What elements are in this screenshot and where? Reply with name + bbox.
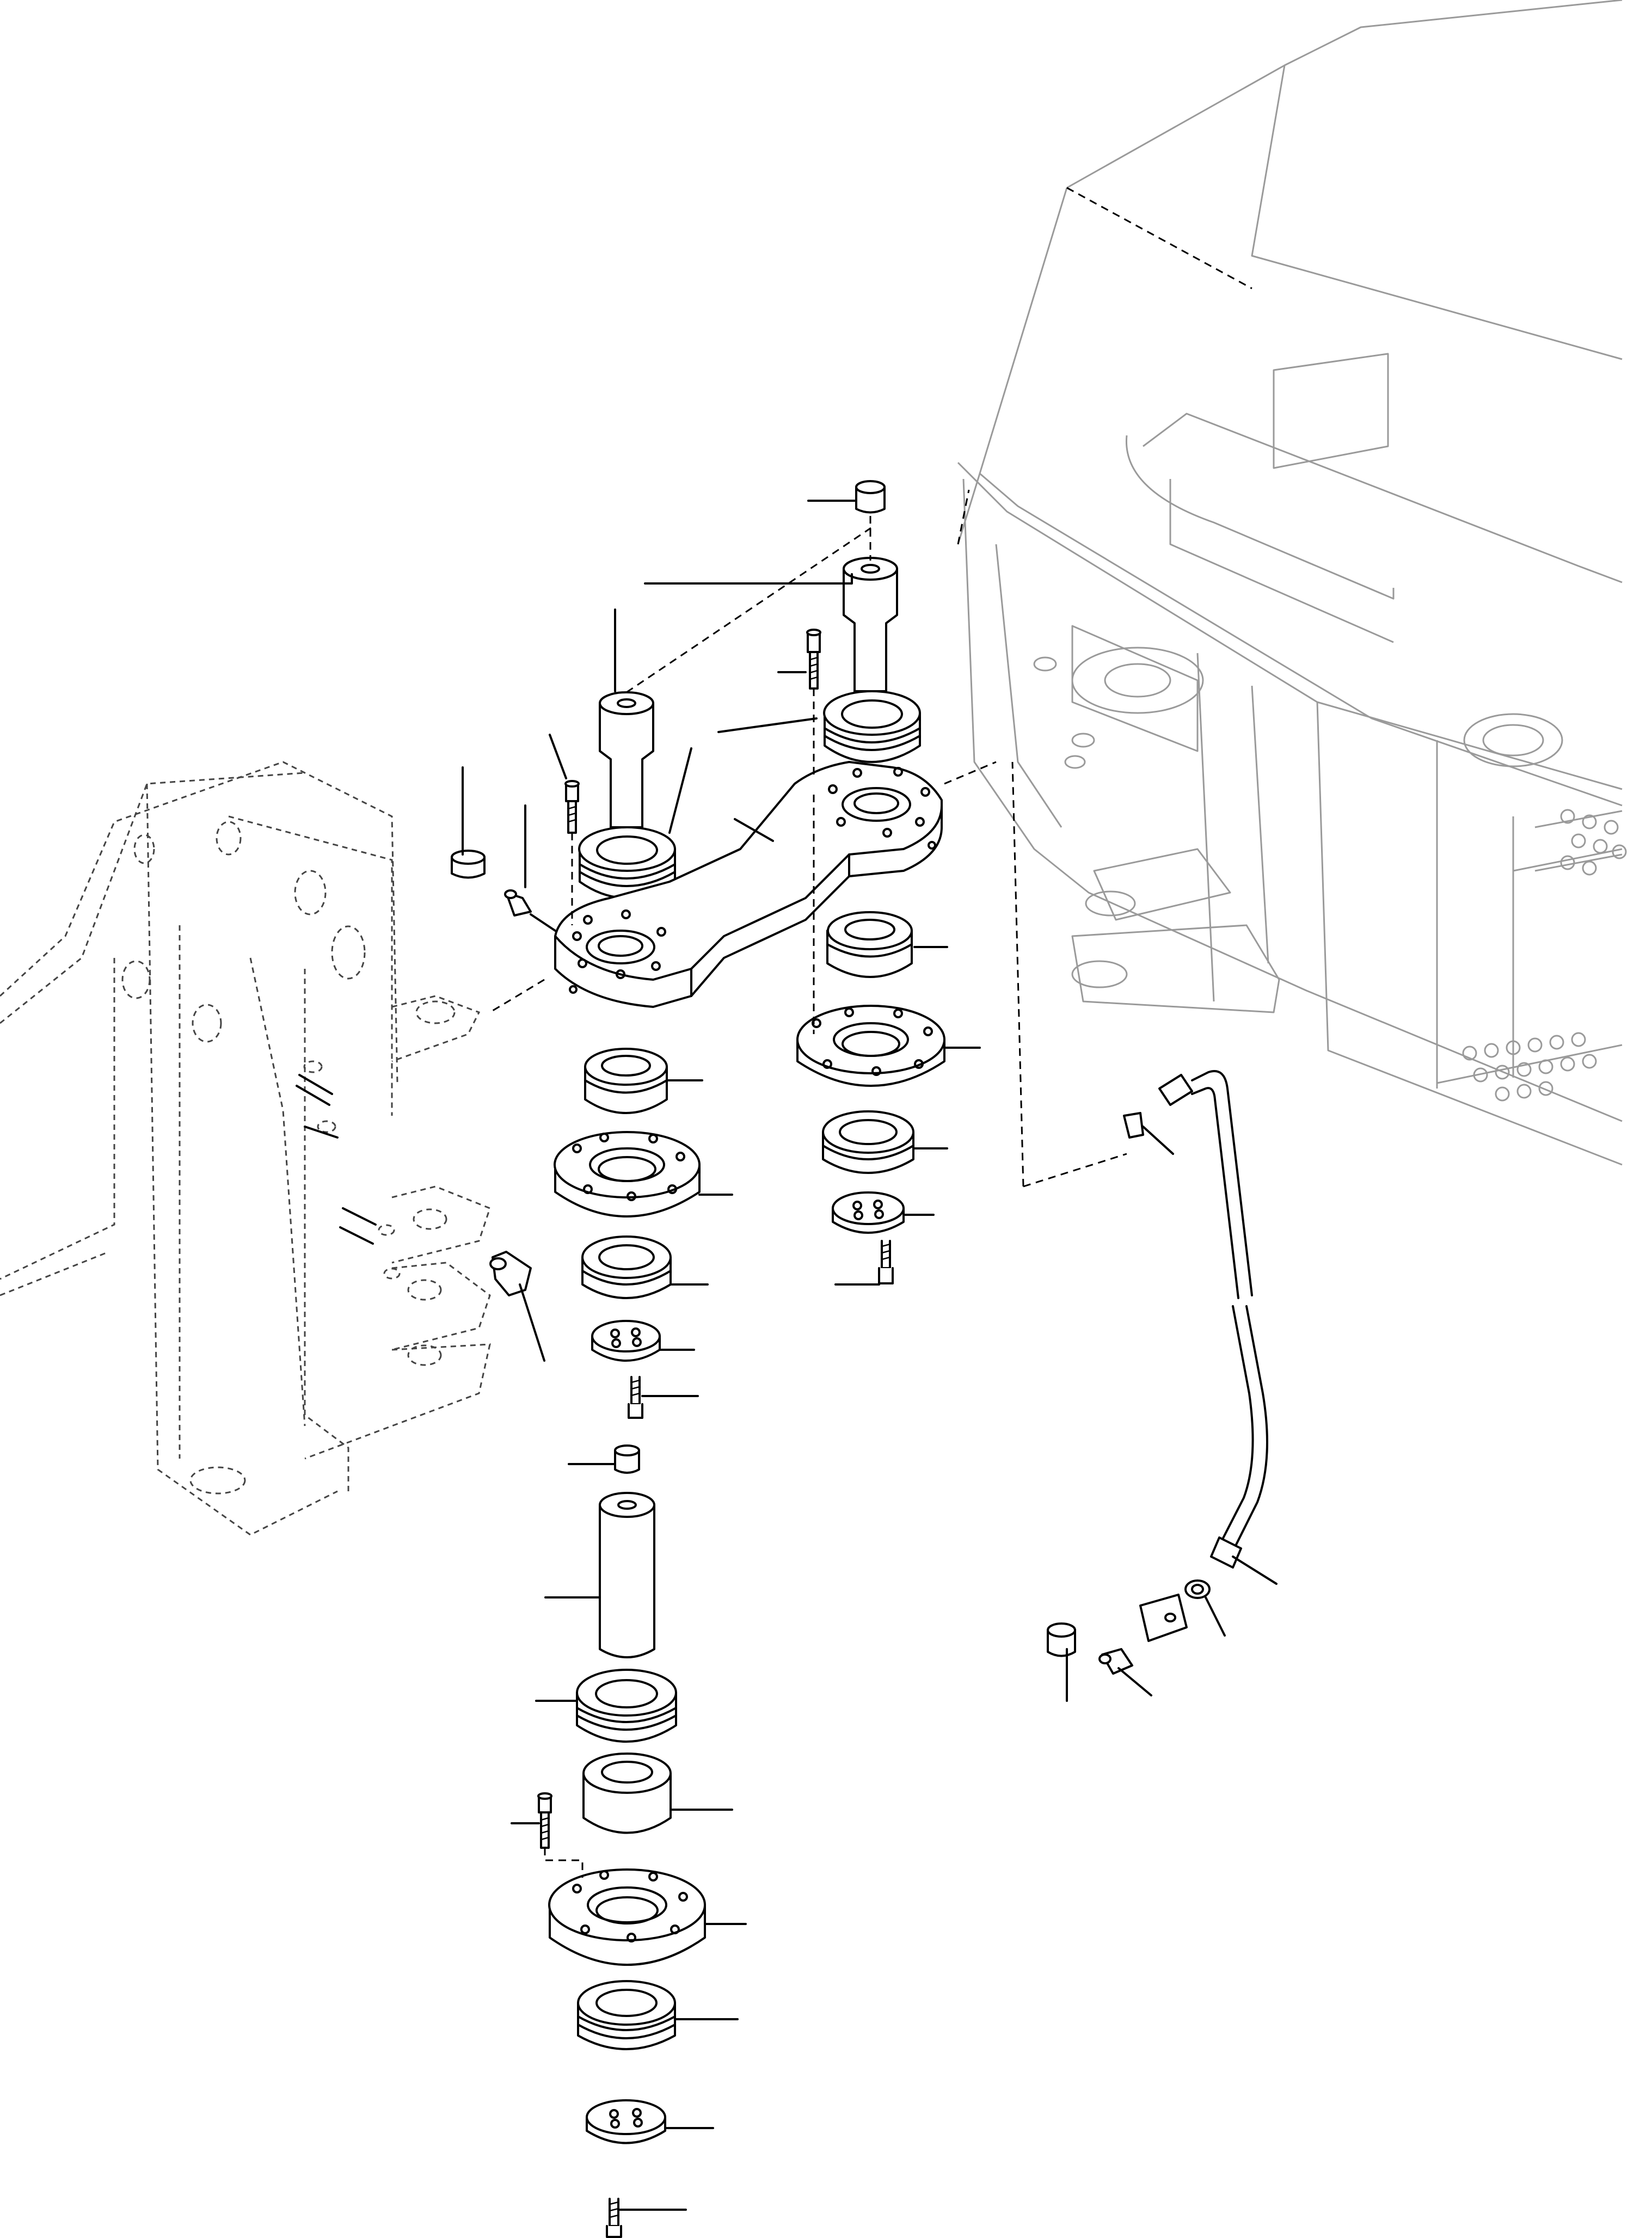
pin-cap-top: [855, 480, 886, 514]
bolt-lower-side: [537, 1792, 552, 1849]
bushing-upper-right: [823, 690, 921, 763]
upper-pin-right: [843, 557, 898, 692]
seal-lower: [577, 1980, 676, 2050]
washer-left-1: [591, 1320, 661, 1362]
assembly-lines: [489, 516, 1127, 1878]
grease-cap-upper: [451, 850, 486, 879]
bearing-right-1: [826, 911, 913, 978]
seal-left-1: [581, 1235, 672, 1299]
bolt-right-1: [878, 1240, 894, 1284]
leader-2: [644, 573, 853, 585]
bolt-left-1: [628, 1376, 643, 1419]
bolt-upper-right: [806, 629, 821, 690]
washer-right-1: [832, 1191, 905, 1234]
leader-34: [1205, 1596, 1226, 1637]
flange-right-1: [796, 1005, 945, 1087]
leader-22: [519, 1283, 545, 1362]
bushing-lower: [576, 1669, 677, 1743]
leader-32: [1142, 1126, 1174, 1155]
leader-33: [1232, 1555, 1278, 1585]
leader-36: [1117, 1667, 1152, 1696]
hose-fitting-bottom: [1184, 1536, 1242, 1599]
bolt-lower: [606, 2198, 622, 2238]
leader-10: [734, 818, 774, 842]
pin-cap-lower: [614, 1444, 640, 1474]
flange-left-1: [554, 1131, 701, 1218]
bearing-left-1: [584, 1048, 668, 1114]
grease-block: [1139, 1594, 1188, 1642]
grease-nipple-frame: [489, 1251, 532, 1296]
loader-frame-left: [0, 761, 491, 1536]
bolt-upper-left: [564, 780, 580, 834]
leader-7: [668, 747, 692, 834]
leader-6: [549, 734, 567, 779]
grease-cap-hose: [1047, 1622, 1076, 1657]
grease-nipple-upper: [504, 889, 532, 917]
callout-leaders: [462, 500, 1278, 2211]
leader-5: [717, 717, 818, 733]
lower-pin: [599, 1492, 655, 1658]
washer-lower: [586, 2099, 666, 2144]
grease-nipple-hose: [1098, 1648, 1133, 1675]
chassis-holes-lower: [1462, 1032, 1597, 1102]
chassis-holes-upper: [1560, 809, 1627, 876]
bearing-lower: [582, 1753, 672, 1834]
frame-pins: [296, 1074, 377, 1245]
hose-fitting-top: [1123, 1074, 1193, 1139]
chassis-outline-dashed-top: [957, 187, 1252, 545]
grease-hose: [1191, 1070, 1268, 1547]
flange-lower: [548, 1868, 706, 1966]
steering-arm-plate: [554, 761, 943, 1008]
seal-right-1: [822, 1110, 914, 1174]
leader-11: [530, 913, 556, 932]
chassis-frame-right: [957, 0, 1623, 1166]
upper-pin-left: [599, 691, 654, 828]
